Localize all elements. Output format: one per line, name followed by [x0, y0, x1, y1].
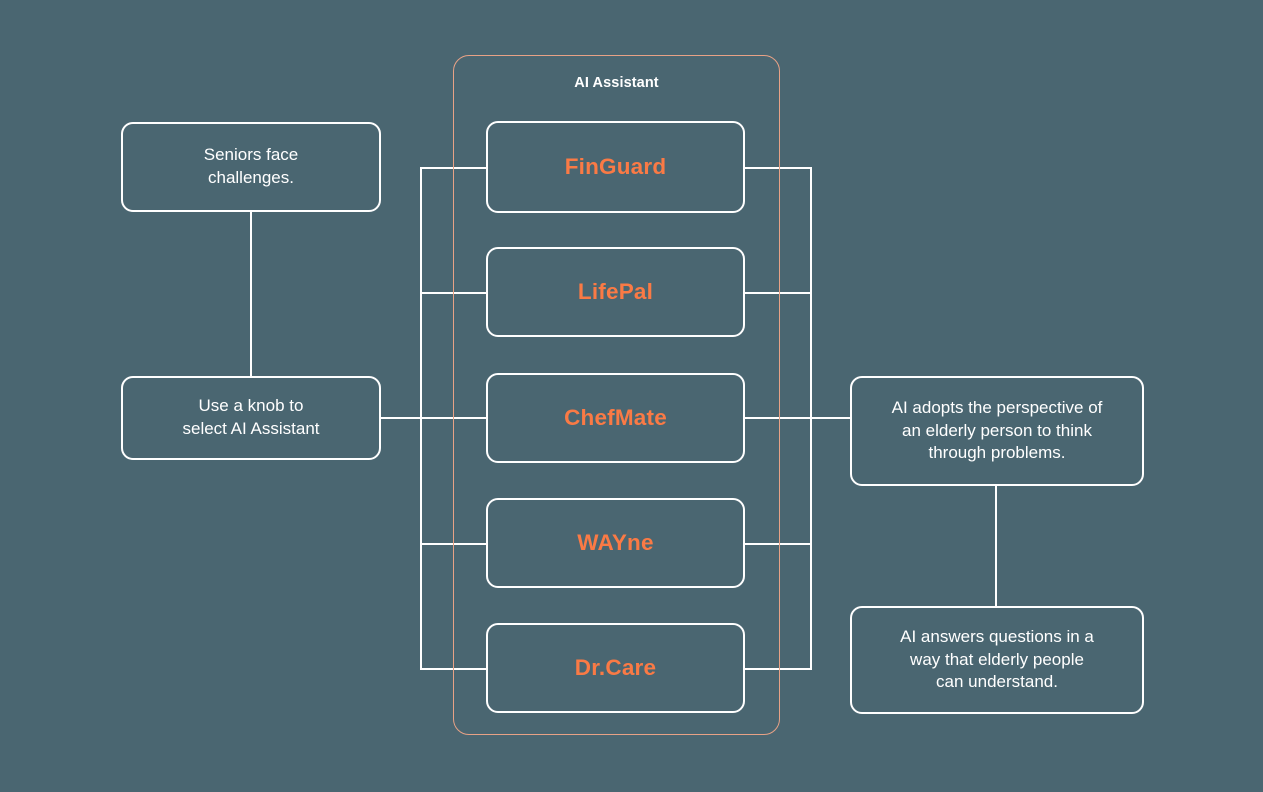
node-label: LifePal — [577, 278, 654, 304]
ai-assistant-group — [453, 55, 780, 735]
node-label: Seniors face challenges. — [203, 145, 299, 187]
connector-right-trunk-to-perspective — [810, 417, 851, 419]
node-label: WAYne — [577, 529, 654, 555]
node-label: FinGuard — [564, 153, 667, 179]
connector-right-branch-wayne — [744, 543, 812, 545]
connector-perspective-to-answers — [995, 485, 997, 608]
connector-left-branch-lifepal — [420, 292, 488, 294]
connector-left-branch-chefmate — [420, 417, 488, 419]
node-ai-answers[interactable]: AI answers questions in a way that elder… — [850, 606, 1144, 714]
node-label: AI answers questions in a way that elder… — [900, 626, 1094, 692]
node-app-chefmate[interactable]: ChefMate — [486, 373, 745, 463]
connector-right-branch-lifepal — [744, 292, 812, 294]
connector-right-branch-chefmate — [744, 417, 812, 419]
node-label: ChefMate — [564, 404, 667, 430]
node-app-finguard[interactable]: FinGuard — [486, 121, 745, 213]
connector-left-branch-finguard — [420, 167, 488, 169]
connector-left-branch-drcare — [420, 668, 488, 670]
connector-problem-to-knob — [250, 211, 252, 376]
node-label: Use a knob to select AI Assistant — [182, 396, 320, 438]
connector-right-branch-finguard — [744, 167, 812, 169]
connector-left-branch-wayne — [420, 543, 488, 545]
node-app-wayne[interactable]: WAYne — [486, 498, 745, 588]
ai-assistant-group-label: AI Assistant — [574, 75, 659, 91]
connector-right-branch-drcare — [744, 668, 812, 670]
node-ai-perspective[interactable]: AI adopts the perspective of an elderly … — [850, 376, 1144, 486]
node-app-lifepal[interactable]: LifePal — [486, 247, 745, 337]
node-label: Dr.Care — [574, 654, 657, 680]
node-seniors-face-challenges[interactable]: Seniors face challenges. — [121, 122, 381, 212]
node-use-a-knob[interactable]: Use a knob to select AI Assistant — [121, 376, 381, 460]
node-app-drcare[interactable]: Dr.Care — [486, 623, 745, 713]
node-label: AI adopts the perspective of an elderly … — [891, 397, 1103, 463]
